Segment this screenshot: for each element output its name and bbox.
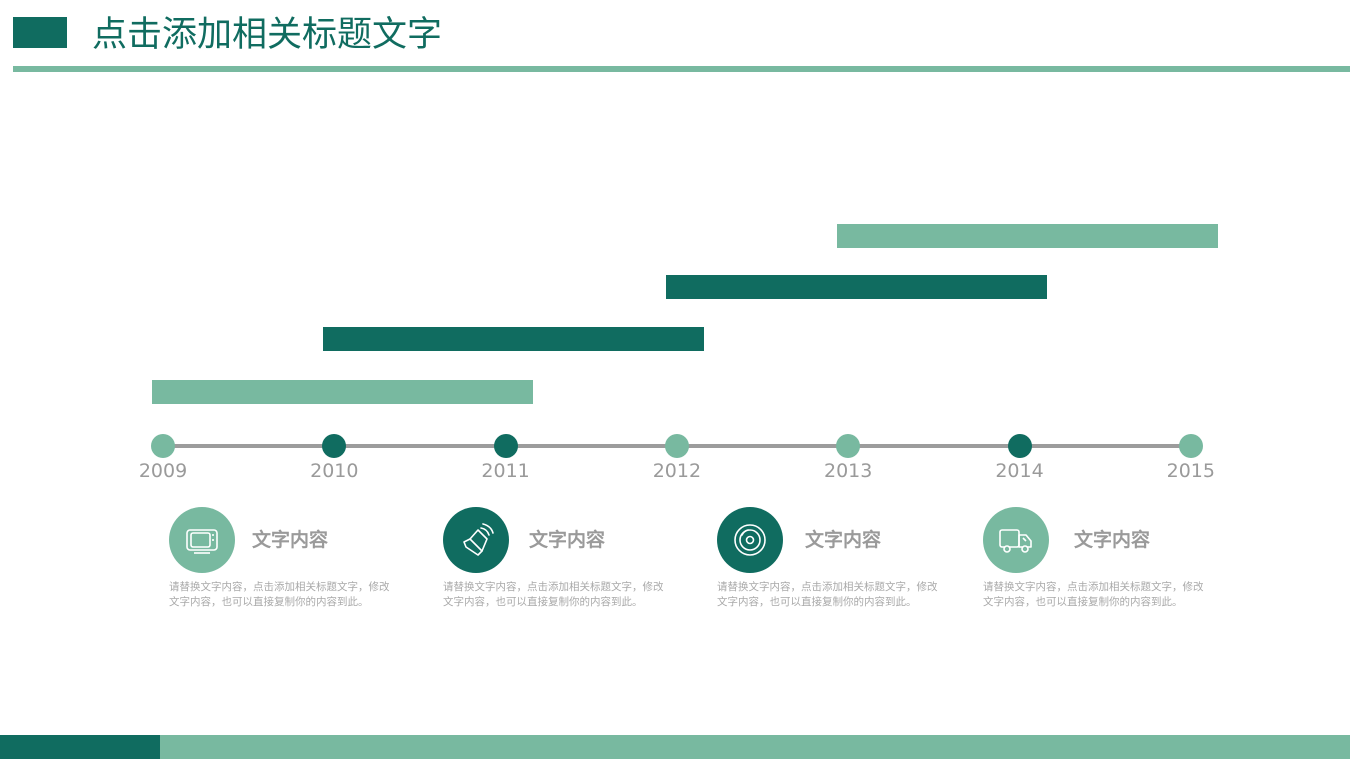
card-description-1[interactable]: 请替换文字内容，点击添加相关标题文字，修改文字内容，也可以直接复制你的内容到此。 — [169, 581, 390, 608]
timeline-dot-2011 — [493, 434, 518, 458]
timeline-dot-2015 — [1178, 434, 1203, 458]
timeline-dot-2010 — [322, 434, 347, 458]
card-description-2[interactable]: 请替换文字内容，点击添加相关标题文字，修改文字内容，也可以直接复制你的内容到此。 — [443, 581, 664, 608]
year-label-2015: 2015 — [1166, 460, 1215, 482]
timeline-bar-3[interactable] — [665, 275, 1047, 299]
timeline-dot-2012 — [664, 434, 689, 458]
disc-icon — [717, 507, 783, 573]
tv-icon — [169, 507, 235, 573]
footer-accent-dark — [0, 735, 160, 759]
card-title-1[interactable]: 文字内容 — [252, 529, 329, 551]
timeline-bar-4[interactable] — [837, 224, 1218, 248]
year-label-2011: 2011 — [481, 460, 530, 482]
title-divider — [13, 66, 1350, 72]
title-accent-block — [13, 17, 67, 48]
footer-accent-light — [160, 735, 1350, 759]
year-label-2014: 2014 — [995, 460, 1044, 482]
timeline-dot-2014 — [1007, 434, 1032, 458]
year-label-2013: 2013 — [824, 460, 873, 482]
card-description-4[interactable]: 请替换文字内容，点击添加相关标题文字，修改文字内容，也可以直接复制你的内容到此。 — [983, 581, 1204, 608]
timeline-dot-2013 — [836, 434, 861, 458]
card-title-2[interactable]: 文字内容 — [529, 529, 606, 551]
page-title[interactable]: 点击添加相关标题文字 — [92, 15, 443, 55]
year-label-2012: 2012 — [652, 460, 702, 482]
timeline-dot-2009 — [151, 434, 175, 458]
truck-icon — [983, 507, 1049, 573]
card-description-3[interactable]: 请替换文字内容，点击添加相关标题文字，修改文字内容，也可以直接复制你的内容到此。 — [717, 581, 938, 608]
speaker-icon — [443, 507, 509, 573]
timeline-bar-1[interactable] — [152, 380, 533, 404]
year-label-2009: 2009 — [138, 460, 188, 482]
timeline-bar-2[interactable] — [323, 327, 705, 351]
card-title-3[interactable]: 文字内容 — [805, 529, 882, 551]
card-title-4[interactable]: 文字内容 — [1074, 529, 1151, 551]
year-label-2010: 2010 — [310, 460, 359, 482]
